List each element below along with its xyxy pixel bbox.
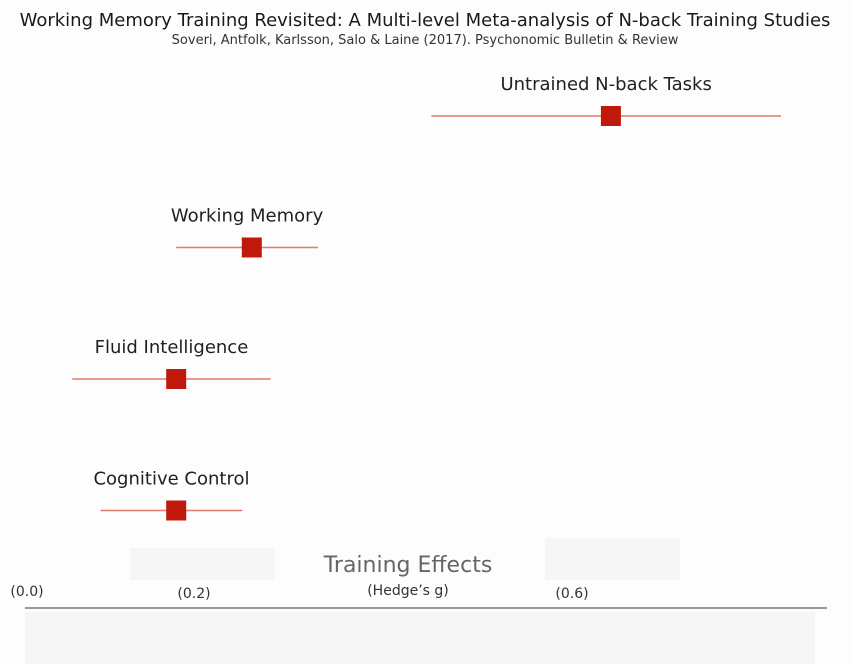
x-axis-title: Training Effects [323,553,493,578]
forest-row: Untrained N-back Tasks [431,74,781,126]
forest-row: Fluid Intelligence [72,337,271,389]
chart-subtitle: Soveri, Antfolk, Karlsson, Salo & Laine … [171,33,679,48]
background-band [130,548,275,580]
point-estimate-marker [241,237,262,258]
background-band [545,538,680,580]
x-axis-ticks: (0.0) (0.2) (0.6) [10,584,588,602]
category-label: Fluid Intelligence [95,337,249,358]
chart-title: Working Memory Training Revisited: A Mul… [19,10,831,31]
background-bands [25,538,815,664]
x-tick-label: (0.6) [555,586,588,602]
point-estimate-marker [166,500,187,521]
x-axis-subtitle: (Hedge’s g) [367,583,449,599]
point-estimate-marker [166,369,187,389]
forest-row: Working Memory [171,206,324,258]
forest-row: Cognitive Control [93,469,249,521]
x-tick-label: (0.0) [10,584,43,600]
category-label: Working Memory [171,206,324,227]
point-estimate-marker [600,106,621,126]
x-tick-label: (0.2) [177,586,210,602]
category-label: Cognitive Control [93,469,249,490]
category-label: Untrained N-back Tasks [500,74,711,95]
background-band [25,612,815,664]
